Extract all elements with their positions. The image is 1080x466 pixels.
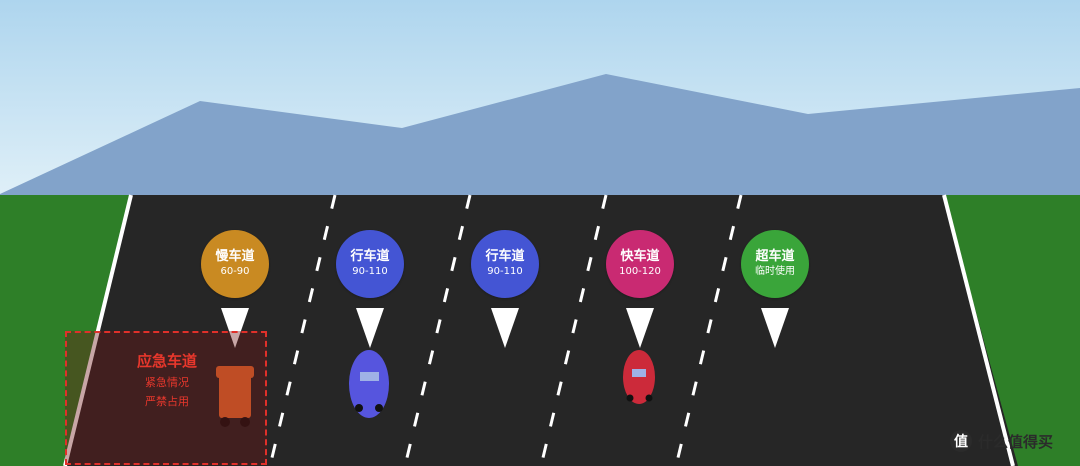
left-road-edge <box>63 194 133 466</box>
mountains <box>0 74 1080 200</box>
lane-speed: 90-110 <box>487 266 523 277</box>
lane-name: 快车道 <box>620 249 660 264</box>
lane-name: 行车道 <box>350 249 390 264</box>
watermark-logo-icon: 值 <box>950 430 972 452</box>
lane-pointer <box>356 308 384 348</box>
blue-car <box>349 350 389 418</box>
lane-speed: 100-120 <box>619 266 661 277</box>
lane-divider <box>674 194 743 466</box>
lane-pointer <box>491 308 519 348</box>
emergency-lane-title: 应急车道 <box>136 352 197 370</box>
emergency-note-2: 严禁占用 <box>145 395 189 408</box>
lane-bubble-slow: 慢车道 60-90 <box>201 230 269 298</box>
lane-bubble-fast: 快车道 100-120 <box>606 230 674 298</box>
emergency-note-1: 紧急情况 <box>145 376 189 389</box>
right-road-edge <box>942 194 1015 466</box>
lane-divider <box>539 194 608 466</box>
lane-dividers <box>268 194 743 466</box>
watermark-text: 什么值得买 <box>978 432 1054 451</box>
truck <box>216 366 254 427</box>
lane-speed: 临时使用 <box>755 266 795 277</box>
lane-bubble-driving-2: 行车道 90-110 <box>471 230 539 298</box>
lane-name: 慢车道 <box>215 249 255 264</box>
lane-divider <box>268 194 337 466</box>
red-car <box>623 350 655 404</box>
lane-name: 行车道 <box>485 249 525 264</box>
lane-pointer <box>761 308 789 348</box>
emergency-lane-box <box>65 331 267 465</box>
lane-bubble-driving-1: 行车道 90-110 <box>336 230 404 298</box>
lane-bubble-overtaking: 超车道 临时使用 <box>741 230 809 298</box>
lane-pointer <box>626 308 654 348</box>
lane-speed: 60-90 <box>220 266 250 277</box>
lane-speed: 90-110 <box>352 266 388 277</box>
lane-name: 超车道 <box>755 249 795 264</box>
lane-pointer <box>221 308 249 348</box>
watermark: 值 什么值得买 <box>950 430 1053 452</box>
lane-divider <box>403 194 472 466</box>
